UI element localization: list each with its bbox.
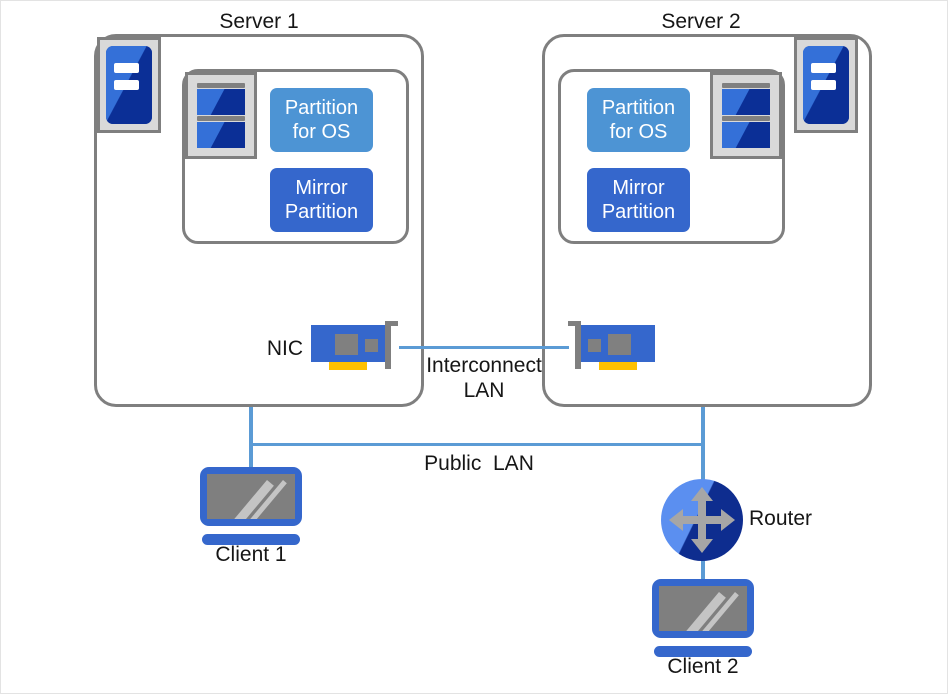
nic-gold-connector	[599, 362, 637, 370]
client1-laptop-icon	[200, 467, 302, 547]
client2-label: Client 2	[667, 655, 739, 678]
router-arrows	[669, 487, 735, 553]
laptop-display	[659, 586, 747, 632]
router-icon	[661, 479, 743, 561]
router-label: Router	[749, 507, 813, 530]
server-tower-icon	[794, 37, 858, 133]
disk-array-icon	[185, 72, 257, 159]
partition-os-line2: for OS	[292, 121, 351, 143]
server1-partition-os: Partition for OS	[270, 88, 373, 152]
server2-storage-group	[558, 69, 785, 244]
server-tower-icon	[97, 37, 161, 133]
public-lan-bus	[249, 443, 705, 446]
laptop-screen	[200, 467, 302, 527]
server-tower-body	[106, 46, 152, 124]
partition-os-line2: for OS	[609, 121, 668, 143]
laptop-display	[207, 474, 295, 520]
nic-label: NIC	[266, 337, 303, 360]
interconnect-lan-line	[399, 346, 569, 349]
server-tower-bar	[811, 63, 837, 74]
interconnect-lan-label-line1: Interconnect	[426, 354, 542, 377]
disk-slot	[197, 122, 245, 148]
disk-rail	[197, 116, 245, 121]
partition-mirror-line2: Partition	[284, 201, 359, 223]
server1-storage-group	[182, 69, 409, 244]
nic-chip-small	[588, 339, 601, 352]
partition-os-line1: Partition	[601, 97, 676, 119]
disk-slot	[197, 89, 245, 115]
server-tower-bar	[114, 63, 140, 74]
nic-gold-connector	[329, 362, 367, 370]
nic-chip-large	[335, 334, 358, 355]
server2-title: Server 2	[661, 10, 741, 33]
server-tower-bar	[114, 79, 140, 90]
disk-slot	[722, 89, 770, 115]
nic-bracket	[385, 321, 391, 369]
disk-rail	[197, 83, 245, 88]
partition-mirror-line1: Mirror	[612, 177, 665, 199]
laptop-base	[654, 646, 752, 657]
partition-mirror-line1: Mirror	[295, 177, 348, 199]
nic-chip-small	[365, 339, 378, 352]
server1-partition-mirror: Mirror Partition	[270, 168, 373, 232]
server2-public-lan-drop	[701, 407, 705, 486]
disk-rail	[722, 83, 770, 88]
server2-partition-mirror: Mirror Partition	[587, 168, 690, 232]
nic-chip-large	[608, 334, 631, 355]
nic-bracket	[575, 321, 581, 369]
nic-card-icon	[565, 321, 655, 376]
client2-laptop-icon	[652, 579, 754, 659]
nic-bracket-tab	[391, 321, 398, 326]
disk-rail	[722, 116, 770, 121]
server1-boundary	[94, 34, 424, 407]
nic-card-icon	[311, 321, 401, 376]
disk-slot	[722, 122, 770, 148]
interconnect-lan-label-line2: LAN	[463, 379, 505, 402]
partition-os-line1: Partition	[284, 97, 359, 119]
server1-title: Server 1	[219, 10, 299, 33]
server2-boundary	[542, 34, 872, 407]
partition-mirror-line2: Partition	[601, 201, 676, 223]
disk-array-icon	[710, 72, 782, 159]
server2-partition-os: Partition for OS	[587, 88, 690, 152]
client1-label: Client 1	[215, 543, 287, 566]
server-tower-body	[803, 46, 849, 124]
nic-bracket-tab	[568, 321, 575, 326]
router-client2-link	[701, 549, 705, 581]
public-lan-label: Public LAN	[424, 452, 534, 475]
server1-public-lan-drop	[249, 407, 253, 469]
laptop-screen	[652, 579, 754, 639]
laptop-base	[202, 534, 300, 545]
server-tower-bar	[811, 79, 837, 90]
